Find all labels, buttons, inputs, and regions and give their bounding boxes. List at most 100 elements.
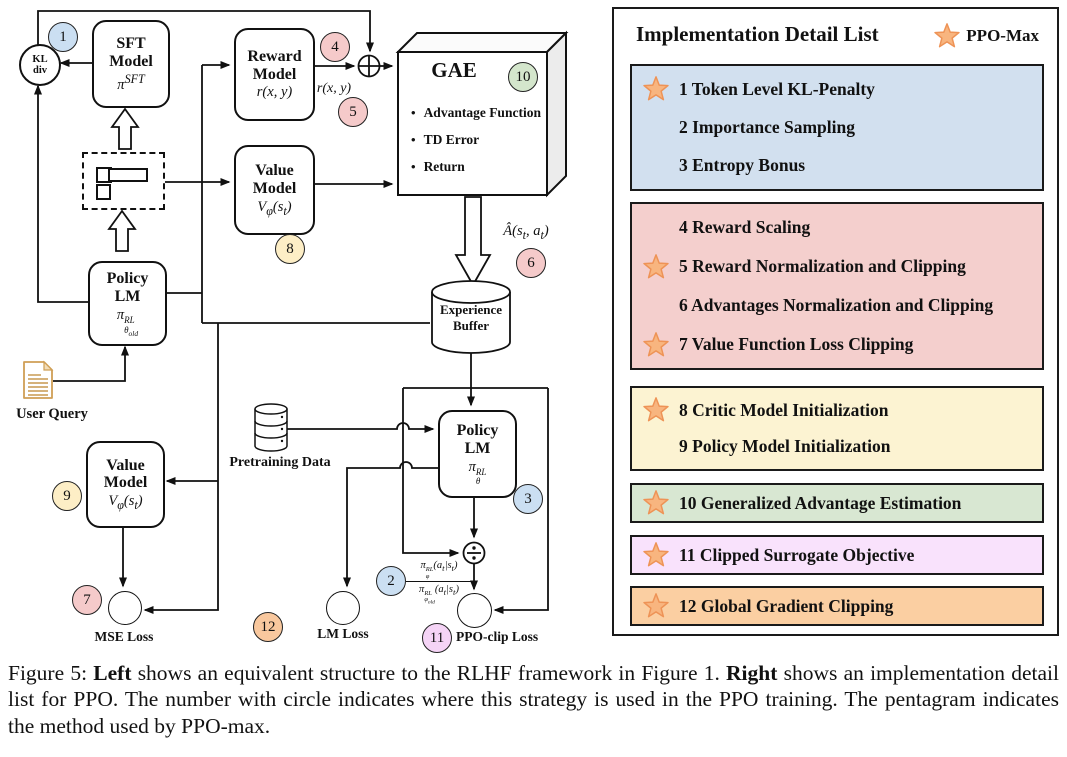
detail-item-label: 6 Advantages Normalization and Clipping	[679, 295, 994, 315]
node-title: Model	[103, 474, 148, 492]
node-title: Model	[109, 52, 153, 70]
lm-loss-node	[326, 591, 360, 625]
node-math: Vφ(st)	[108, 493, 143, 513]
rlhf-diagram: KL div SFT Model πSFT Reward Model r(x, …	[0, 0, 610, 653]
star-placeholder	[641, 292, 671, 320]
experience-buffer-cylinder	[431, 280, 511, 354]
node-math: r(x, y)	[256, 84, 293, 101]
gae-bullet-item: Return	[411, 153, 541, 180]
ppo-max-star-icon	[641, 489, 671, 517]
marker-12: 12	[253, 612, 283, 642]
reward-output-label: r(x, y)	[316, 81, 352, 96]
node-title: Policy	[456, 421, 499, 439]
detail-item-label: 1 Token Level KL-Penalty	[679, 78, 875, 99]
block-arrow-up-tokens-to-sft	[110, 107, 140, 150]
marker-10: 10	[508, 62, 538, 92]
detail-item: 2 Importance Sampling	[632, 113, 1042, 141]
ppo-max-star-icon	[641, 253, 671, 281]
ppo-max-star-icon	[934, 23, 961, 48]
node-title: Model	[252, 179, 297, 197]
ppo-max-star-icon	[643, 542, 669, 567]
token-rect	[108, 168, 148, 182]
gae-title: GAE	[431, 58, 477, 82]
node-title: Model	[252, 65, 297, 83]
detail-item-label: 2 Importance Sampling	[679, 116, 855, 137]
node-title: LM	[114, 287, 141, 305]
experience-buffer-label-line1: Experience	[439, 302, 503, 317]
ppo-max-star-icon	[643, 331, 669, 356]
detail-item: 1 Token Level KL-Penalty	[632, 75, 1042, 103]
detail-group-gae: 10 Generalized Advantage Estimation	[630, 483, 1044, 523]
detail-item: 7 Value Function Loss Clipping	[632, 331, 1042, 359]
marker-1: 1	[48, 22, 78, 52]
kl-div-label-line1: KL	[32, 53, 48, 65]
connector-to-ppoclip	[493, 388, 549, 614]
marker-11: 11	[422, 623, 452, 653]
caption-mid: shows an equivalent structure to the RLH…	[131, 661, 727, 685]
ppo-max-star-icon	[643, 490, 669, 515]
ppo-max-star-icon	[643, 76, 669, 101]
connector-pretrain-to-policy	[287, 422, 435, 433]
node-title: Reward	[247, 47, 302, 65]
plus-circle-icon	[357, 54, 381, 78]
connector-query-to-policyold	[53, 345, 129, 382]
star-placeholder	[641, 214, 671, 242]
node-math: Vφ(st)	[257, 198, 292, 218]
detail-item-label: 9 Policy Model Initialization	[679, 436, 891, 457]
connector-policy-to-lmloss	[343, 461, 438, 588]
node-title: Policy	[106, 270, 149, 288]
marker-4: 4	[320, 32, 350, 62]
detail-group-kl: 1 Token Level KL-Penalty 2 Importance Sam…	[630, 64, 1044, 191]
detail-item: 3 Entropy Bonus	[632, 152, 1042, 180]
caption-rest: shows an implementation detail list for …	[8, 661, 1059, 738]
detail-item-label: 7 Value Function Loss Clipping	[679, 334, 914, 354]
gae-bullet-item: TD Error	[411, 126, 541, 153]
star-placeholder	[641, 433, 671, 461]
connector-kl-to-plus	[37, 10, 374, 53]
ppo-clip-loss-node	[457, 593, 492, 628]
pretraining-data-label: Pretraining Data	[229, 455, 331, 470]
ppo-clip-loss-label: PPO-clip Loss	[456, 629, 539, 644]
connector-policyold-to-kl	[34, 84, 88, 303]
panel-title: Implementation Detail List	[636, 22, 879, 46]
node-math: πSFT	[117, 71, 145, 93]
gae-bullets: Advantage Function TD Error Return	[411, 99, 541, 180]
ppo-max-star-icon	[641, 396, 671, 424]
node-title: Value	[106, 456, 145, 474]
ppo-max-star-icon	[643, 253, 669, 278]
ppo-max-star-icon	[641, 331, 671, 359]
figure-caption: Figure 5: Left shows an equivalent struc…	[8, 660, 1059, 739]
ppo-max-star-icon	[643, 397, 669, 422]
marker-3: 3	[513, 484, 543, 514]
value-model-top-node: Value Model Vφ(st)	[234, 145, 315, 235]
marker-5: 5	[338, 97, 368, 127]
user-query-label: User Query	[16, 406, 88, 422]
kl-div-node: KL div	[19, 44, 61, 86]
detail-item: 11 Clipped Surrogate Objective	[632, 541, 1042, 569]
sft-model-node: SFT Model πSFT	[92, 20, 170, 108]
database-icon	[254, 403, 288, 452]
implementation-detail-panel: Implementation Detail List PPO-Max 1 Tok…	[612, 7, 1059, 636]
advantage-label: Â(st, at)	[503, 223, 549, 242]
detail-item: 10 Generalized Advantage Estimation	[632, 489, 1042, 517]
marker-2: 2	[376, 566, 406, 596]
ppo-max-star-icon	[641, 75, 671, 103]
detail-item: 5 Reward Normalization and Clipping	[632, 253, 1042, 281]
detail-group-init: 8 Critic Model Initialization 9 Policy Mo…	[630, 386, 1044, 471]
detail-item: 9 Policy Model Initialization	[632, 433, 1042, 461]
divide-circle-icon	[462, 541, 486, 565]
document-icon	[23, 360, 54, 399]
token-rect	[96, 184, 111, 200]
detail-item: 8 Critic Model Initialization	[632, 396, 1042, 424]
node-title: LM	[464, 439, 491, 457]
detail-item-label: 11 Clipped Surrogate Objective	[679, 544, 915, 565]
detail-item-label: 10 Generalized Advantage Estimation	[679, 492, 962, 513]
marker-8: 8	[275, 234, 305, 264]
connector-to-divide	[402, 388, 460, 557]
